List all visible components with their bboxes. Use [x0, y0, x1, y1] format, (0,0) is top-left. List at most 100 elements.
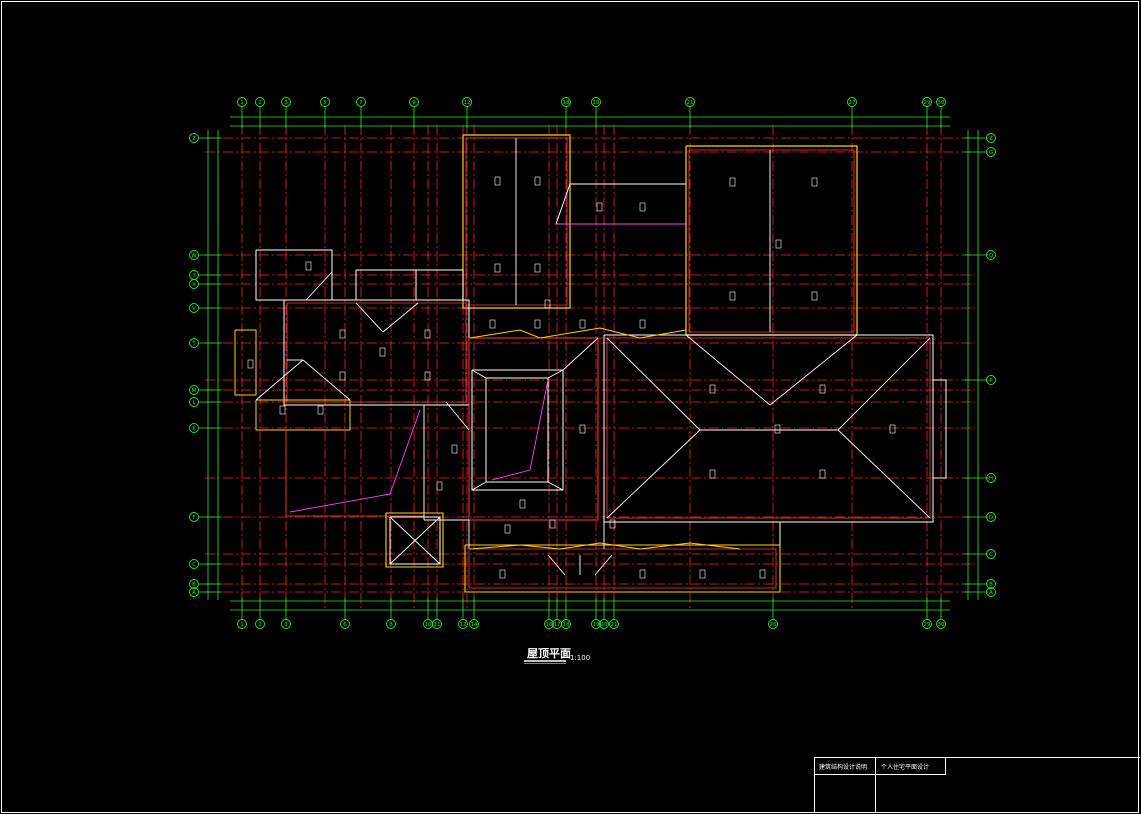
- roof-drain-marker: [534, 319, 541, 329]
- roof-parapet: [465, 137, 568, 306]
- roof-outline: [603, 335, 934, 523]
- axis-bubble-bottom: [922, 619, 932, 629]
- roof-drain-marker: [519, 499, 526, 509]
- axis-bubble-left-label: C: [192, 562, 196, 568]
- axis-bubble-bottom: [936, 619, 946, 629]
- axis-bubble-left-label: M: [192, 388, 197, 394]
- roof-hip-line: [837, 429, 931, 519]
- axis-bubble-left: [189, 397, 199, 407]
- roof-drain-marker: [819, 384, 826, 394]
- axis-bubble-top-label: 2: [258, 100, 262, 106]
- axis-bubble-right: [986, 133, 996, 143]
- axis-bubble-top-label: 29: [924, 100, 931, 106]
- axis-bubble-right: [986, 579, 996, 589]
- axis-bubble-bottom-label: 11: [434, 622, 441, 628]
- axis-grid: [205, 125, 975, 608]
- axis-bubble-left-label: L: [192, 400, 196, 406]
- roof-outline-gutter: [462, 134, 571, 309]
- axis-bubble-bottom-label: 2: [258, 622, 262, 628]
- axis-bubble-bottom-label: 8: [389, 622, 393, 628]
- roof-drain-marker: [305, 261, 312, 271]
- roof-parapet: [468, 548, 777, 589]
- roof-drain-marker: [494, 176, 501, 186]
- axis-bubble-bottom: [768, 619, 778, 629]
- axis-bubble-bottom-label: 21: [611, 622, 618, 628]
- roof-drain-marker: [639, 569, 646, 579]
- axis-bubble-bottom-label: 16: [546, 622, 553, 628]
- axis-bubble-right-label: C: [989, 552, 993, 558]
- title-block: 建筑结构设计说明 个人住宅平面设计: [814, 757, 1140, 813]
- axis-bubble-right-label: Z: [989, 136, 993, 142]
- roof-drain-marker: [579, 319, 586, 329]
- axis-bubble-left-label: K: [192, 426, 196, 432]
- axis-bubble-bottom-label: 19: [593, 622, 600, 628]
- roof-parapet: [688, 149, 855, 333]
- roof-parapet: [285, 405, 425, 517]
- roof-gutter-line: [469, 327, 687, 339]
- axis-bubble-top-label: 18: [563, 100, 570, 106]
- roof-outline-gutter: [385, 512, 444, 568]
- axis-bubble-right-label: D: [989, 515, 993, 521]
- roof-valley-line: [685, 334, 771, 406]
- axis-bubble-left-label: Z: [192, 136, 196, 142]
- roof-outline: [485, 377, 549, 483]
- axis-bubble-left: [189, 579, 199, 589]
- roof-drain-marker: [889, 424, 896, 434]
- axis-bubble-bottom: [340, 619, 350, 629]
- axis-bubble-top-label: 21: [687, 100, 694, 106]
- axis-bubble-bottom-label: 17: [554, 622, 561, 628]
- roof-drain-marker: [609, 519, 616, 529]
- axis-bubble-left: [189, 385, 199, 395]
- axis-bubble-bottom: [609, 619, 619, 629]
- axis-bubble-left-label: X: [192, 282, 196, 288]
- axis-bubble-left-label: V: [192, 306, 196, 312]
- roof-slope-line: [529, 379, 549, 471]
- axis-bubble-left: [189, 303, 199, 313]
- axis-bubble-top: [561, 97, 571, 107]
- axis-bubble-left: [189, 279, 199, 289]
- roof-drain-marker: [729, 177, 736, 187]
- axis-bubble-bottom: [544, 619, 554, 629]
- roof-outline: [742, 521, 781, 545]
- axis-bubble-right: [986, 587, 996, 597]
- roof-drain-marker: [247, 359, 254, 369]
- roof-hip-line: [471, 481, 487, 491]
- roof-hip-line: [547, 369, 564, 379]
- roof-plan: [234, 134, 947, 593]
- roof-outline-gutter: [685, 145, 858, 336]
- roof-drain-marker: [339, 371, 346, 381]
- axis-bubble-bottom: [281, 619, 291, 629]
- axis-bubble-bottom-label: 18: [563, 622, 570, 628]
- roof-hip-line: [606, 337, 701, 431]
- roof-hip-line: [837, 337, 931, 431]
- axis-bubble-right-label: Q: [989, 253, 994, 259]
- roof-hip-line: [355, 302, 384, 333]
- axis-bubble-top-label: 12: [464, 100, 471, 106]
- axis-bubble-left: [189, 133, 199, 143]
- roof-drain-marker: [639, 202, 646, 212]
- axis-bubble-bottom-label: 30: [938, 622, 945, 628]
- roof-outline: [355, 269, 417, 301]
- axis-bubble-left-label: W: [191, 253, 197, 259]
- axis-bubble-bottom: [469, 619, 479, 629]
- axis-bubble-top-label: 19: [593, 100, 600, 106]
- roof-slope-line: [289, 493, 391, 513]
- roof-outline-gutter: [234, 329, 257, 396]
- roof-hip-line: [547, 481, 564, 491]
- axis-bubble-bottom: [561, 619, 571, 629]
- roof-outline-gutter: [255, 399, 351, 431]
- roof-drain-marker: [379, 347, 386, 357]
- roof-drain-marker: [544, 299, 551, 309]
- axis-bubble-bottom-label: 20: [601, 622, 608, 628]
- title-block-divider: [875, 758, 876, 813]
- axis-bubble-bottom: [386, 619, 396, 629]
- axis-bubble-top: [591, 97, 601, 107]
- roof-hip-line: [302, 359, 351, 401]
- axis-bubble-top: [255, 97, 265, 107]
- roof-hip-line: [606, 429, 701, 519]
- roof-drain-marker: [534, 176, 541, 186]
- axis-bubble-left: [189, 587, 199, 597]
- roof-hip-line: [389, 516, 441, 565]
- axis-bubble-bottom: [458, 619, 468, 629]
- roof-drain-marker: [494, 263, 501, 273]
